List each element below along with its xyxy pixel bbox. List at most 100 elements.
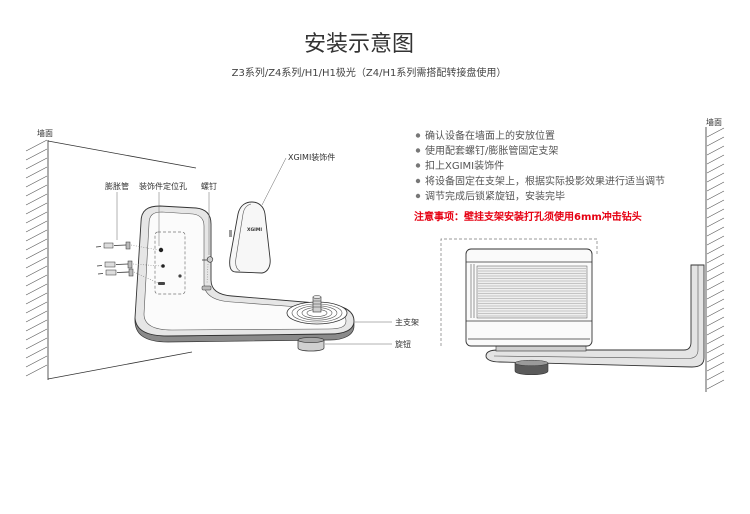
cover-clip [229, 230, 232, 237]
hatch-line [706, 217, 725, 228]
hatch-line [25, 184, 48, 197]
hatch-line [25, 220, 48, 233]
hatch-line [25, 166, 48, 179]
hatch-line [706, 307, 725, 318]
expansion-tube [105, 269, 117, 276]
loose-screw [202, 256, 214, 285]
hatch-line [25, 301, 48, 314]
hatch-line [706, 316, 725, 327]
hatch-line [25, 193, 48, 206]
hatch-line [706, 199, 725, 210]
list-item: 调节完成后锁紧旋钮，安装完毕 [415, 190, 565, 203]
instruction-list: 确认设备在墙面上的安放位置 使用配套螺钉/膨胀管固定支架 扣上XGIMI装饰件 … [414, 129, 665, 223]
hatch-line [706, 235, 725, 246]
label-knob: 旋钮 [395, 339, 411, 349]
hatch-line [706, 298, 725, 309]
hatch-line [25, 265, 48, 278]
alignment-line [130, 244, 159, 251]
label-screw: 螺钉 [201, 181, 217, 191]
mounting-hole [161, 264, 165, 268]
bracket-screw [201, 285, 212, 291]
main-bracket-side [485, 264, 705, 368]
hatch-line [25, 175, 48, 188]
expansion-tube-row [96, 260, 133, 269]
right-wall-hatching [706, 127, 725, 390]
hatch-line [25, 139, 48, 152]
turntable [286, 295, 348, 325]
bullet [415, 178, 421, 184]
hatch-line [706, 136, 725, 147]
projector [465, 248, 593, 347]
bullet [415, 133, 421, 138]
caution-note: 注意事项：壁挂支架安装打孔须使用6mm冲击钻头 [414, 210, 642, 223]
cover-logo: XGIMI [247, 227, 262, 233]
hatch-line [706, 163, 725, 174]
projector-grille [476, 265, 588, 319]
hatch-line [25, 328, 48, 341]
decorative-cover: XGIMI [229, 201, 271, 274]
hatch-line [706, 361, 725, 372]
screw-head [127, 260, 133, 269]
hatch-line [25, 319, 48, 332]
hatch-line [25, 346, 48, 359]
hatch-line [706, 280, 725, 291]
hatch-line [706, 325, 725, 336]
hatch-line [706, 253, 725, 264]
hatch-line [25, 274, 48, 287]
left-wall-label: 墙面 [37, 128, 53, 138]
hatch-line [706, 352, 725, 363]
hatch-line [25, 292, 48, 305]
right-wall [705, 127, 725, 392]
hatch-line [25, 148, 48, 161]
main-bracket [134, 205, 355, 352]
hatch-line [25, 202, 48, 215]
screw-head [128, 268, 134, 277]
hatch-line [706, 181, 725, 192]
hatch-line [706, 190, 725, 201]
bullet [415, 148, 421, 153]
mounting-post [312, 296, 322, 313]
hatch-line [25, 229, 48, 242]
knob [297, 337, 325, 352]
cover-locating-hole [158, 247, 164, 253]
list-item: 使用配套螺钉/膨胀管固定支架 [415, 144, 558, 157]
bracket-face [143, 211, 347, 331]
hatch-line [706, 226, 725, 237]
left-wall-hatching [25, 139, 48, 377]
hatch-line [706, 208, 725, 219]
expansion-tube-row [97, 268, 134, 277]
step-text: 确认设备在墙面上的安放位置 [425, 129, 555, 142]
hatch-line [706, 370, 725, 381]
bullet [415, 193, 421, 199]
hatch-line [25, 211, 48, 224]
alignment-line [132, 263, 162, 267]
label-main-bracket: 主支架 [395, 317, 419, 327]
hatch-line [706, 262, 725, 273]
hatch-line [706, 334, 725, 345]
hatch-line [706, 244, 725, 255]
hatch-line [25, 364, 48, 377]
leader-decorative-cover [261, 157, 287, 206]
list-item: 确认设备在墙面上的安放位置 [415, 129, 555, 142]
grille-lines [478, 268, 586, 317]
step-text: 使用配套螺钉/膨胀管固定支架 [425, 144, 558, 157]
hatch-line [706, 343, 725, 354]
label-cover-locating-hole: 装饰件定位孔 [139, 181, 187, 191]
page-title: 安装示意图 [304, 32, 414, 57]
right-diagram: 墙面 [440, 117, 725, 392]
hatch-line [706, 127, 725, 138]
list-item: 将设备固定在支架上，根据实际投影效果进行适当调节 [415, 175, 665, 188]
knob-side [514, 359, 549, 376]
hatch-line [25, 157, 48, 170]
step-text: 调节完成后锁紧旋钮，安装完毕 [425, 190, 565, 203]
hatch-line [25, 337, 48, 350]
expansion-tube [103, 242, 114, 249]
expansion-tube [104, 261, 116, 268]
label-decorative-cover: XGIMI装饰件 [288, 152, 335, 162]
hatch-line [706, 289, 725, 300]
label-expansion-tube: 膨胀管 [105, 181, 129, 191]
hatch-line [25, 238, 48, 251]
mounting-hole [178, 274, 182, 278]
step-text: 扣上XGIMI装饰件 [425, 159, 504, 172]
left-wall-top-edge [47, 140, 197, 169]
